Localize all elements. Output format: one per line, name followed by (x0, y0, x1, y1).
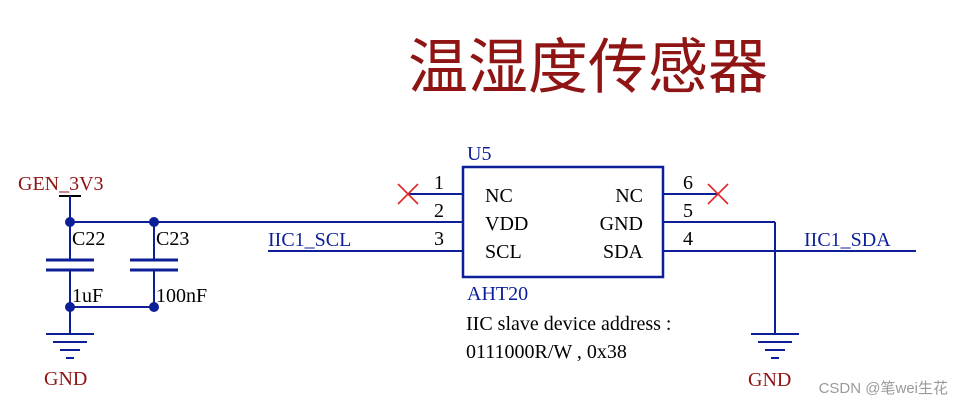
ground-label-left: GND (44, 368, 87, 390)
address-note-line-1: IIC slave device address : (466, 313, 671, 335)
junction-dot (149, 302, 159, 312)
no-connect-mark-left (397, 183, 419, 205)
power-net-label: GEN_3V3 (18, 173, 104, 195)
pin-number: 6 (683, 172, 693, 194)
pin-number: 2 (434, 200, 444, 222)
junction-dot (149, 217, 159, 227)
ground-label-right: GND (748, 369, 791, 391)
pin-name: VDD (485, 213, 528, 235)
capacitor-c22-ref: C22 (72, 228, 105, 250)
pin-number: 1 (434, 172, 444, 194)
ground-symbol-right (751, 333, 799, 359)
schematic-title: 温湿度传感器 (408, 35, 768, 101)
no-connect-mark-right (707, 183, 729, 205)
junction-dot (65, 302, 75, 312)
junction-dots (65, 217, 159, 312)
pin-name: NC (485, 185, 513, 207)
pin-name: NC (615, 185, 643, 207)
pin-name: GND (600, 213, 643, 235)
pin-number: 3 (434, 228, 444, 250)
capacitor-c23-value: 100nF (156, 285, 207, 307)
supply-wiring (59, 195, 463, 334)
watermark: CSDN @笔wei生花 (819, 380, 948, 397)
chip-part: AHT20 (467, 283, 528, 305)
pin-name: SCL (485, 241, 522, 263)
sda-net-label: IIC1_SDA (804, 229, 891, 251)
junction-dot (65, 217, 75, 227)
gnd-wiring (663, 221, 776, 334)
capacitor-c23-ref: C23 (156, 228, 189, 250)
pin-number: 4 (683, 228, 693, 250)
pin-number: 5 (683, 200, 693, 222)
scl-net-label: IIC1_SCL (268, 229, 351, 251)
capacitor-c23-symbol (130, 258, 178, 272)
capacitor-c22-value: 1uF (72, 285, 103, 307)
address-note-line-2: 0111000R/W , 0x38 (466, 341, 627, 363)
ground-symbol-left (46, 333, 94, 359)
capacitor-c22-symbol (46, 258, 94, 272)
chip-ref: U5 (467, 143, 491, 165)
pin-name: SDA (603, 241, 644, 263)
